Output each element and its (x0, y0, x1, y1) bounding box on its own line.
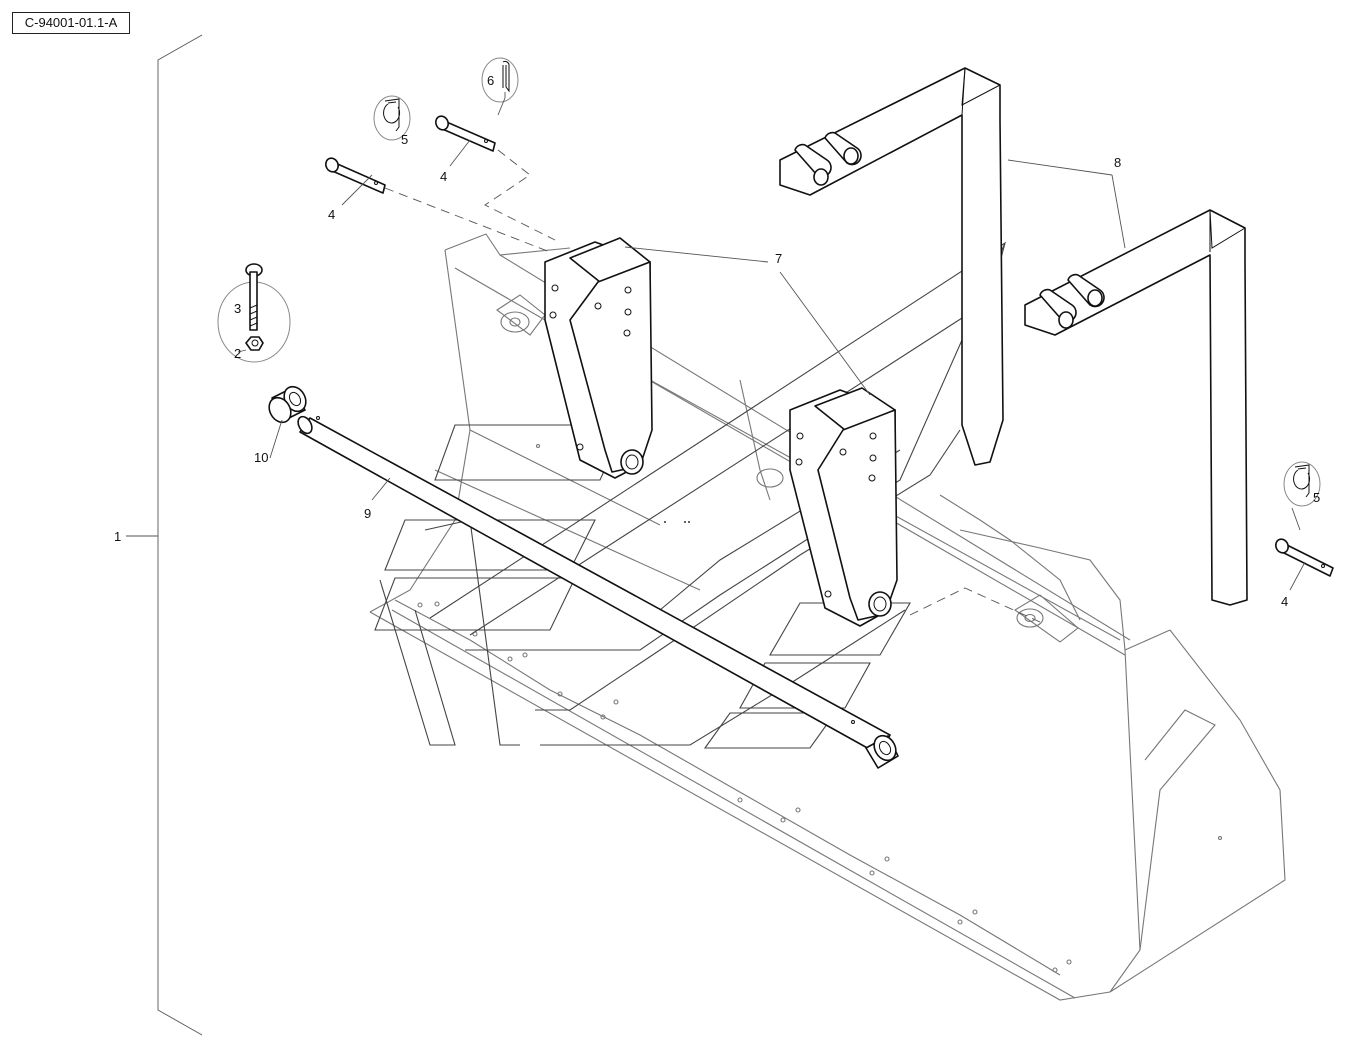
collar-right (865, 734, 899, 769)
callout-8: 8 (1114, 155, 1121, 170)
lynch-pin-lower (1283, 461, 1321, 507)
callout-1: 1 (114, 529, 121, 544)
document-id-label: C-94001-01.1-A (12, 12, 130, 34)
callout-5-b: 5 (1313, 490, 1320, 505)
callout-3: 3 (234, 301, 241, 316)
pin-3 (1275, 538, 1334, 577)
bucket (369, 233, 1286, 1001)
callout-4-a: 4 (328, 207, 335, 222)
callout-7: 7 (775, 251, 782, 266)
watermark (374, 241, 1006, 749)
fork-lower (1024, 209, 1248, 606)
collar-left (268, 385, 307, 424)
callout-6: 6 (487, 73, 494, 88)
lift-arm-left (544, 237, 653, 479)
dashed-assembly-lines (384, 92, 1041, 623)
callout-9: 9 (364, 506, 371, 521)
small-marks (664, 521, 690, 523)
lift-arm-right (789, 387, 898, 627)
callout-4-c: 4 (1281, 594, 1288, 609)
pin-2 (435, 115, 496, 152)
callout-4-b: 4 (440, 169, 447, 184)
callout-2: 2 (234, 346, 241, 361)
bucket-bolt-holes (417, 443, 1223, 973)
bolt-detail (217, 263, 291, 363)
callout-10: 10 (254, 450, 268, 465)
callout-5-a: 5 (401, 132, 408, 147)
pin-1 (325, 157, 386, 194)
lynch-pin-upper (373, 95, 411, 141)
cotter-pin-detail (481, 57, 519, 103)
leader-lines (237, 97, 1306, 591)
callout-labels: 1 2 3 4 4 4 5 5 6 7 8 9 10 (114, 73, 1320, 609)
fork-upper (779, 67, 1004, 466)
assembly-bracket (126, 34, 203, 1036)
